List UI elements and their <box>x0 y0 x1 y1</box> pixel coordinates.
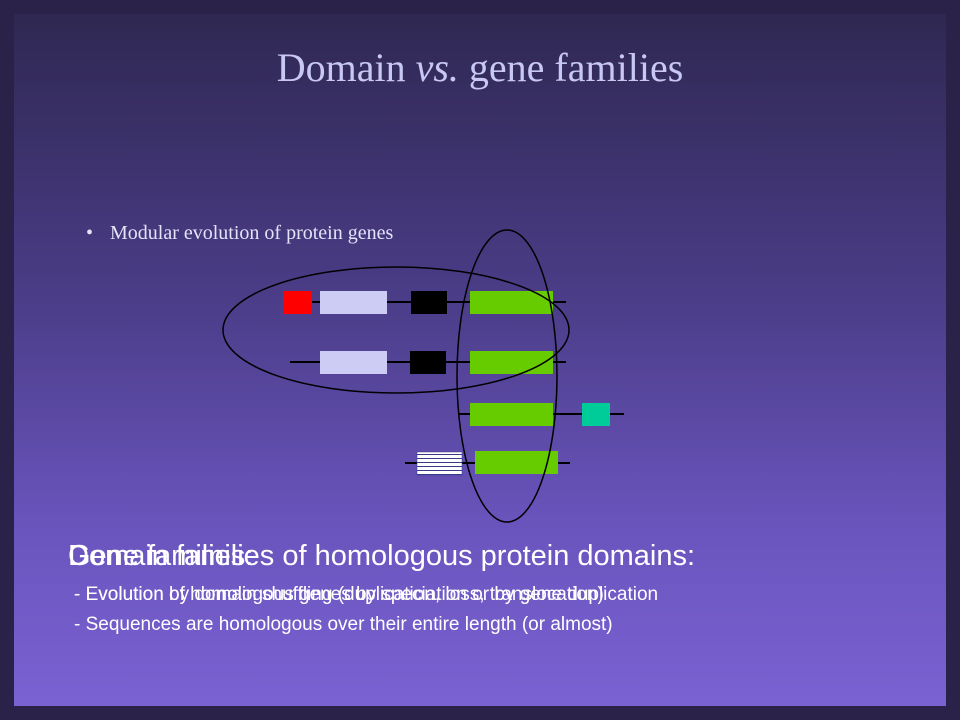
gene-1-lavender-domain <box>320 291 387 314</box>
gene-4-striped-domain <box>416 451 463 476</box>
heading-domain-families-label: Domain families <box>68 540 275 572</box>
gene-1-green-domain <box>470 291 553 314</box>
domain-family-line-1: - Evolution by domain shuffling (duplica… <box>74 584 604 605</box>
gene-2-black-domain <box>410 351 446 374</box>
gene-2-lavender-domain <box>320 351 387 374</box>
gene-3-green-domain <box>470 403 553 426</box>
gene-2-green-domain <box>470 351 553 374</box>
gene-4-green-domain <box>475 451 558 474</box>
title-suffix: gene families <box>458 45 684 90</box>
bullet-dot-icon: • <box>86 222 94 244</box>
gene-family-line-2: - Sequences are homologous over their en… <box>74 614 613 635</box>
heading-domain-families: Domain families of homologous protein do… <box>68 540 695 573</box>
gene-1-black-domain <box>411 291 447 314</box>
slide-title: Domain vs. gene families <box>0 44 960 91</box>
family-definitions: Gene families: Domain families of homolo… <box>68 540 948 660</box>
gene-1-red-domain <box>283 291 312 314</box>
gene-3-teal-domain <box>582 403 610 426</box>
domain-family-ellipse <box>456 229 558 523</box>
bullet-item: • Modular evolution of protein genes <box>86 222 393 245</box>
gene-family-line-1: - Evolution of homologous genes by speci… <box>74 584 659 605</box>
gene-family-ellipse <box>222 266 570 394</box>
title-italic: vs. <box>415 45 459 90</box>
heading-domain-families-suffix: of homologous protein domains: <box>274 540 696 572</box>
title-prefix: Domain <box>276 45 416 90</box>
bullet-text: Modular evolution of protein genes <box>110 222 394 244</box>
heading-gene-families: Gene families: <box>68 540 254 572</box>
